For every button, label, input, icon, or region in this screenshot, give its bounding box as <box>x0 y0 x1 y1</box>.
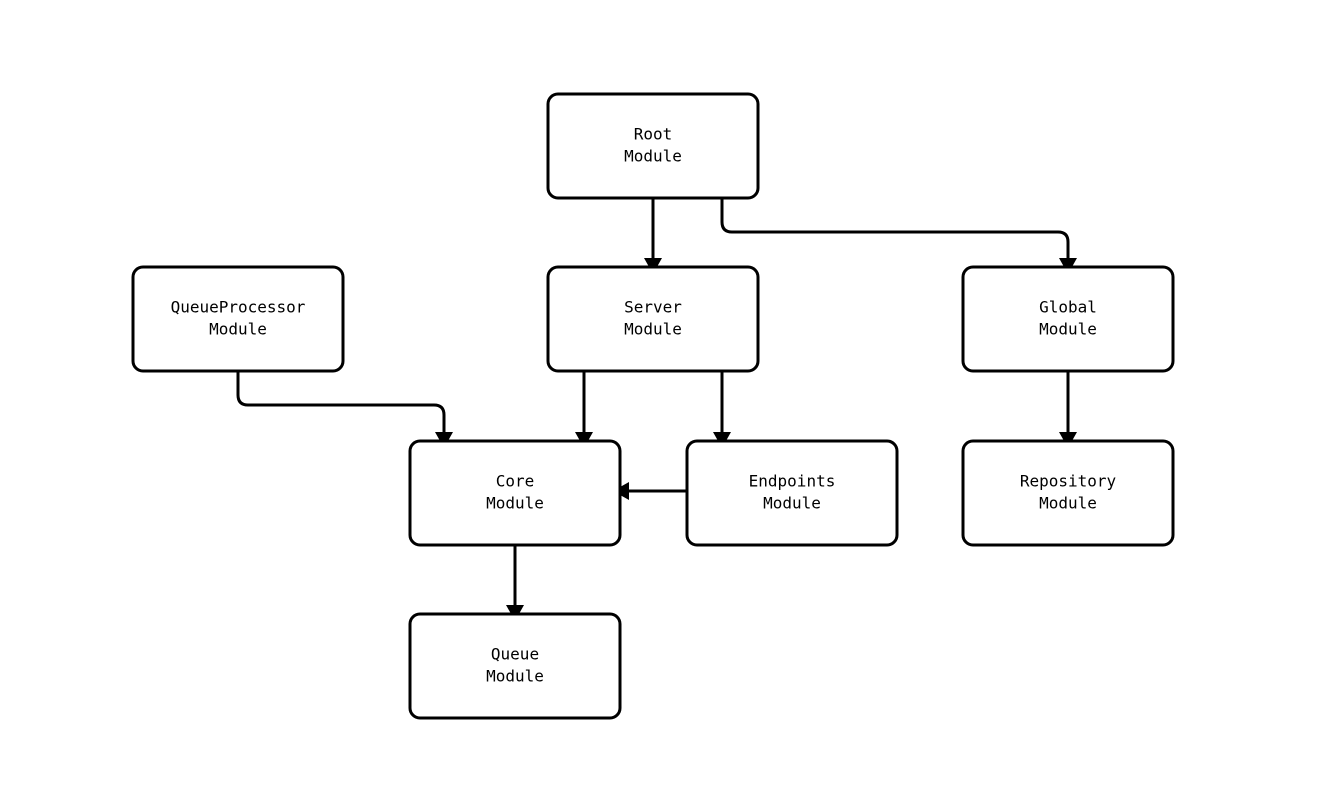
node-box-queueprocessor[interactable] <box>131 265 345 373</box>
node-label-line2-endpoints: Module <box>763 494 821 513</box>
node-label-line2-server: Module <box>624 320 682 339</box>
node-label-line1-queue: Queue <box>491 645 539 664</box>
node-label-line2-core: Module <box>486 494 544 513</box>
node-label-line1-global: Global <box>1039 298 1097 317</box>
node-label-line2-queue: Module <box>486 667 544 686</box>
edge-root-to-server <box>644 198 662 274</box>
node-box-endpoints[interactable] <box>685 439 899 547</box>
node-box-global[interactable] <box>961 265 1175 373</box>
edge-root-to-global <box>720 198 1077 274</box>
edge-line <box>236 371 446 432</box>
nodes-layer: RootModuleQueueProcessorModuleServerModu… <box>131 92 1175 720</box>
edge-core-to-queue <box>506 545 524 621</box>
node-box-repository[interactable] <box>961 439 1175 547</box>
edge-queueprocessor-to-core <box>236 371 453 448</box>
edge-endpoints-to-core <box>613 482 687 500</box>
node-box-queue[interactable] <box>408 612 622 720</box>
node-label-line1-queueprocessor: QueueProcessor <box>171 298 306 317</box>
node-box-core[interactable] <box>408 439 622 547</box>
node-label-line1-server: Server <box>624 298 682 317</box>
node-box-root[interactable] <box>546 92 760 200</box>
edge-line <box>720 198 1070 258</box>
node-box-server[interactable] <box>546 265 760 373</box>
node-label-line2-global: Module <box>1039 320 1097 339</box>
node-label-line1-core: Core <box>496 472 535 491</box>
edge-server-to-endpoints <box>713 371 731 448</box>
edge-global-to-repository <box>1059 371 1077 448</box>
node-label-line2-root: Module <box>624 147 682 166</box>
node-label-line1-root: Root <box>634 125 673 144</box>
node-label-line2-repository: Module <box>1039 494 1097 513</box>
edges-layer <box>236 198 1077 621</box>
edge-server-to-core <box>575 371 593 448</box>
node-label-line2-queueprocessor: Module <box>209 320 267 339</box>
node-label-line1-repository: Repository <box>1020 472 1117 491</box>
node-label-line1-endpoints: Endpoints <box>749 472 836 491</box>
